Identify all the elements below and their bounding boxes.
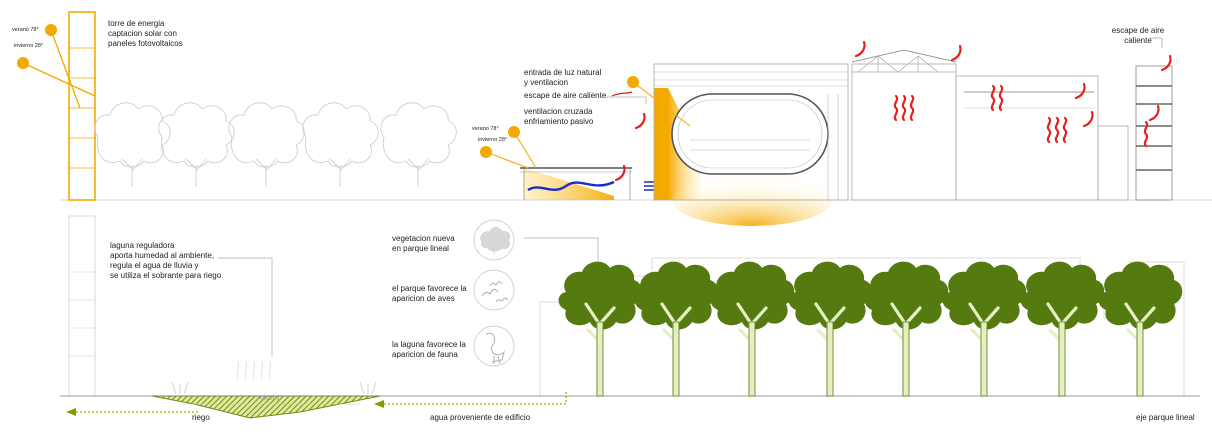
right-building bbox=[851, 40, 1173, 201]
heat-wave-icon bbox=[1148, 104, 1160, 122]
water-label: agua proveniente de edificio bbox=[430, 413, 531, 422]
lagoon-label: laguna reguladora aporta humedad al ambi… bbox=[110, 241, 222, 280]
lower-section bbox=[60, 215, 1200, 419]
axis-label: eje parque lineal bbox=[1136, 413, 1195, 422]
water-arrow-head bbox=[374, 400, 384, 408]
heat-wave-icon bbox=[1074, 82, 1086, 100]
cross-vent-label: ventilacion cruzada enfriamiento pasivo bbox=[524, 107, 594, 126]
vegetation-label: vegetacion nueva en parque lineal bbox=[392, 234, 455, 253]
irrigation-label: riego bbox=[192, 413, 210, 422]
fauna-label: la laguna favorece la aparicion de fauna bbox=[392, 340, 466, 359]
bird-icon bbox=[481, 281, 509, 303]
heat-wave-icon bbox=[950, 44, 962, 62]
center-summer-angle: verano 78° bbox=[472, 126, 499, 132]
heat-wave-icon bbox=[634, 112, 646, 130]
birds-label: el parque favorece la aparicion de aves bbox=[392, 284, 467, 303]
heat-wave-icon bbox=[1160, 54, 1172, 72]
heat-wave-icon bbox=[854, 40, 866, 58]
solar-ray-winter bbox=[22, 62, 96, 97]
center-winter-angle: invierno 28° bbox=[478, 137, 508, 143]
heat-wave-icon bbox=[1082, 110, 1094, 128]
tower-summer-angle: verano 78° bbox=[12, 27, 39, 33]
right-hot-air-label: escape de aire caliente bbox=[1111, 26, 1165, 45]
irrigation-arrow-head bbox=[66, 408, 76, 416]
background-tower bbox=[68, 215, 96, 397]
tower-label: torre de energia captacion solar con pan… bbox=[108, 19, 183, 48]
central-building bbox=[520, 63, 849, 226]
light-label: entrada de luz natural y ventilacion bbox=[524, 68, 602, 87]
tree-icon bbox=[480, 227, 510, 254]
solar-tower bbox=[68, 11, 96, 201]
auditorium-capsule bbox=[671, 93, 829, 175]
hot-air-label: escape de aire caliente bbox=[524, 91, 607, 100]
solar-ray-summer bbox=[50, 29, 81, 109]
background-trees-upper bbox=[94, 102, 457, 188]
upper-section bbox=[17, 11, 1212, 226]
linear-park-trees bbox=[556, 259, 1184, 398]
heron-icon bbox=[485, 332, 506, 365]
cool-air-wave bbox=[527, 180, 615, 192]
tower-winter-angle: invierno 28° bbox=[14, 43, 44, 49]
level-label: nivel 1 bbox=[260, 395, 281, 402]
